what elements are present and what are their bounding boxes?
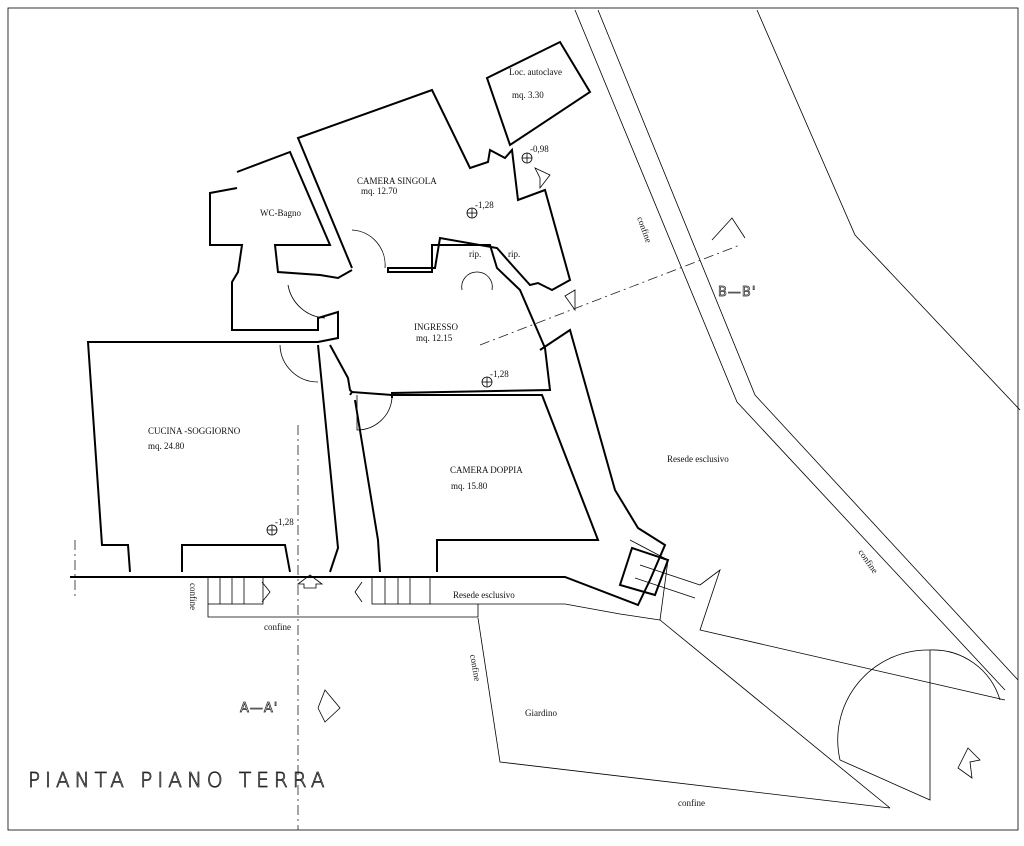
drawing-frame xyxy=(7,7,1019,831)
boundary-lines xyxy=(207,9,1021,809)
drawing-title: PIANTA PIANO TERRA xyxy=(28,768,330,792)
room-name-ripostiglio: rip. xyxy=(508,249,520,259)
confine-label: confine xyxy=(635,215,654,244)
room-name-camera-doppia: CAMERA DOPPIA xyxy=(450,465,523,475)
walls xyxy=(70,40,670,607)
level-label: -1,28 xyxy=(475,200,494,210)
confine-label: confine xyxy=(188,583,198,610)
section-b-arrow xyxy=(711,217,746,241)
confine-label: confine xyxy=(264,622,291,632)
confine-label: confine xyxy=(678,798,705,808)
section-a-arrow xyxy=(317,689,341,723)
room-name-camera-singola: CAMERA SINGOLA xyxy=(357,176,437,186)
room-area-ingresso: mq. 12.15 xyxy=(416,333,453,343)
level-label: -0,98 xyxy=(530,144,549,154)
confine-label: confine xyxy=(468,654,483,682)
room-area-camera-doppia: mq. 15.80 xyxy=(451,481,488,491)
level-label: -1,28 xyxy=(275,517,294,527)
room-area-cucina-soggiorno: mq. 24.80 xyxy=(148,441,185,451)
level-label: -1,28 xyxy=(490,369,509,379)
room-name-wc-bagno: WC-Bagno xyxy=(260,208,301,218)
room-area-camera-singola: mq. 12.70 xyxy=(361,186,398,196)
section-b-label: B—B' xyxy=(718,285,756,300)
section-a-label: A—A' xyxy=(240,701,278,716)
area-resede-esclusivo: Resede esclusivo xyxy=(667,454,729,464)
level-markers xyxy=(266,152,533,536)
room-name-ripostiglio: rip. xyxy=(469,249,481,259)
area-giardino: Giardino xyxy=(525,708,557,718)
doors-and-stairs xyxy=(207,167,981,779)
room-name-autoclave: Loc. autoclave xyxy=(509,67,562,77)
room-name-cucina-soggiorno: CUCINA -SOGGIORNO xyxy=(148,426,241,436)
area-resede-esclusivo: Resede esclusivo xyxy=(453,590,515,600)
room-area-autoclave: mq. 3.30 xyxy=(512,90,544,100)
room-name-ingresso: INGRESSO xyxy=(414,322,459,332)
